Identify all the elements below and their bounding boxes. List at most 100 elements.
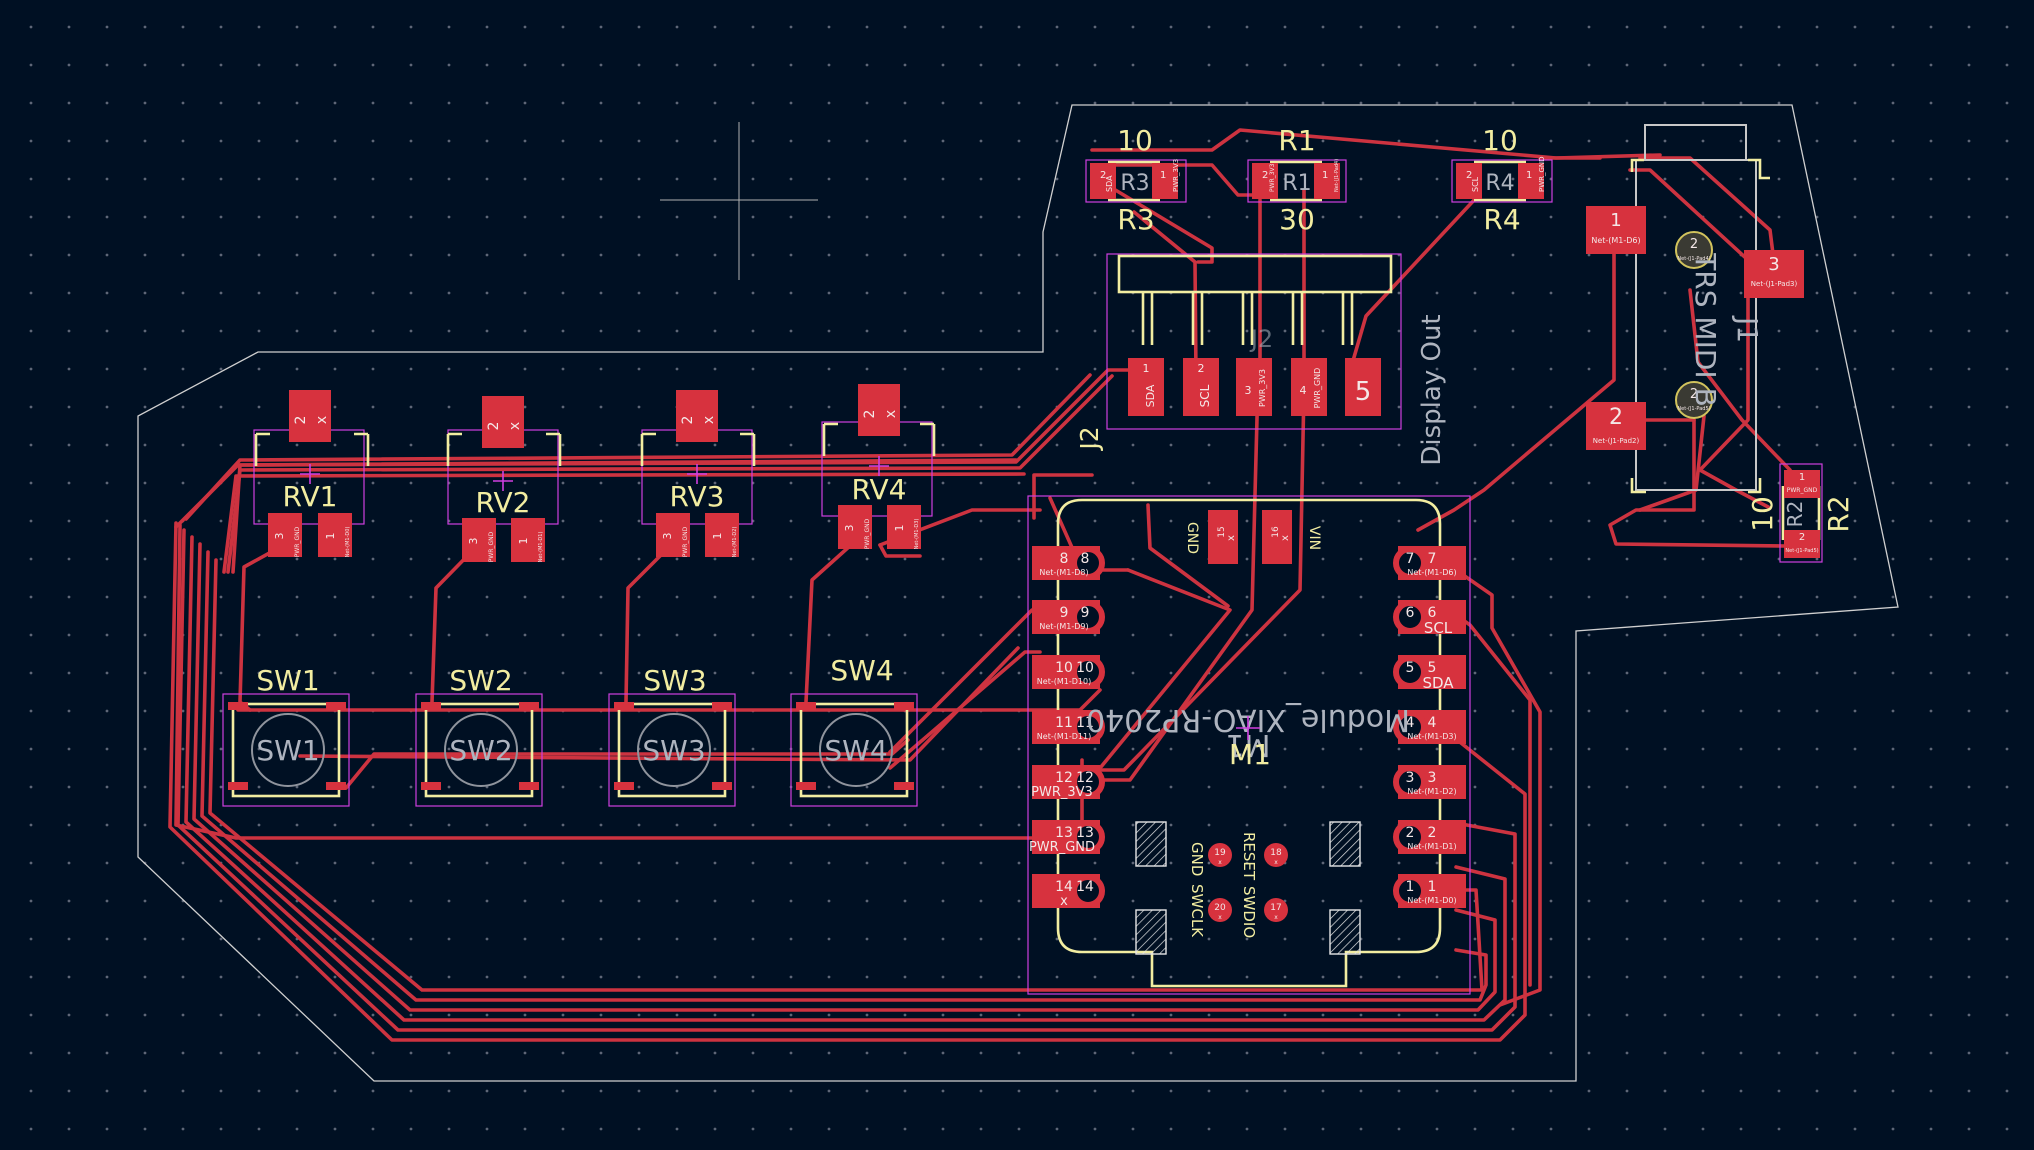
switch-sw4[interactable]: SW4 SW4 — [790, 654, 918, 807]
resistor-r3[interactable]: 2 SDA 1 PWR_3V3 R3 10 R3 — [1085, 124, 1187, 236]
rv2-pad-1[interactable]: 1 Net-(M1-D1) — [511, 518, 545, 562]
m1-pad-19[interactable]: 19 x — [1208, 843, 1232, 867]
j1-pad-2[interactable]: 2 Net-(J1-Pad2) — [1586, 402, 1646, 450]
m1-left-pin-12[interactable]: 12 12 PWR_3V3 — [1031, 765, 1105, 800]
rv1-pad-2-number: 2 — [293, 416, 309, 425]
m1-pin-13-number-ring: 13 — [1076, 825, 1094, 841]
m1-hatch-pad-bottom-right — [1329, 909, 1361, 955]
potentiometer-rv2[interactable]: 2 x 3 PWR_GND 1 Net-(M1-D1) RV2 — [446, 396, 562, 562]
rv4-pad-3[interactable]: 3 PWR_GND — [838, 505, 872, 549]
r4-pad-2-number: 2 — [1466, 170, 1472, 181]
m1-pad-15-net: x — [1226, 535, 1237, 541]
m1-pin-2-number-ring: 2 — [1428, 825, 1437, 841]
copper-traces[interactable] — [168, 128, 1792, 1042]
rv2-pad-1-net: Net-(M1-D1) — [538, 532, 544, 563]
rv1-pad-1[interactable]: 1 Net-(M1-D0) — [318, 513, 352, 557]
rv2-pad-2-number: 2 — [486, 422, 502, 431]
r3-reference: R3 — [1117, 203, 1154, 236]
m1-right-pin-1[interactable]: 1 1 Net-(M1-D0) — [1393, 874, 1466, 908]
rv4-pad-1[interactable]: 1 Net-(M1-D3) — [887, 505, 921, 549]
midi-jack-j1[interactable]: 1 Net-(M1-D6) 3 Net-(J1-Pad3) 2 Net-(J1-… — [1586, 124, 1804, 494]
j2-pad-1[interactable]: 1 SDA — [1128, 358, 1164, 416]
m1-pin-6-number-ring: 6 — [1428, 605, 1437, 621]
display-connector-j2[interactable]: 1 SDA 2 SCL 3 PWR_3V3 4 PWR_GND 5 J2 J2 … — [1075, 253, 1447, 466]
m1-left-pin-10[interactable]: 10 10 Net-(M1-D10) — [1032, 655, 1105, 689]
board-edge-cuts[interactable] — [137, 104, 1899, 1082]
j1-pad-1[interactable]: 1 Net-(M1-D6) — [1586, 206, 1646, 254]
m1-pad-20[interactable]: 20 x — [1208, 898, 1232, 922]
j1-hole-upper[interactable]: 2 Net-(J1-Pad4) — [1675, 231, 1713, 269]
display-out-label: Display Out — [1417, 314, 1447, 465]
m1-pin-9-number: 9 — [1060, 605, 1069, 621]
potentiometer-rv3[interactable]: 2 x 3 PWR_GND 1 Net-(M1-D2) RV3 — [640, 390, 756, 557]
m1-pad-16[interactable]: 16 x VIN — [1262, 510, 1322, 564]
switch-sw1[interactable]: SW1 SW1 — [222, 664, 350, 807]
m1-left-pin-9[interactable]: 9 9 Net-(M1-D9) — [1032, 600, 1105, 634]
j2-pad-4[interactable]: 4 PWR_GND — [1291, 358, 1327, 416]
m1-reset-label: RESET — [1240, 832, 1258, 881]
m1-vin-label: VIN — [1306, 526, 1322, 550]
m1-pin-3-number: 3 — [1406, 770, 1415, 786]
rv3-pad-2-number: 2 — [680, 416, 696, 425]
j2-pad-2-net: SCL — [1198, 384, 1212, 407]
j2-pad-3[interactable]: 3 PWR_3V3 — [1236, 358, 1272, 416]
m1-pin-7-number: 7 — [1406, 551, 1415, 567]
sw1-reference: SW1 — [256, 664, 319, 697]
resistor-r2[interactable]: 1 PWR_GND 2 Net-(J1-Pad5) R2 10 R2 — [1746, 463, 1855, 563]
m1-right-pin-4[interactable]: 4 4 Net-(M1-D3) — [1393, 710, 1466, 744]
m1-pin-12-net: PWR_3V3 — [1031, 785, 1093, 800]
m1-pad-15[interactable]: 15 x GND — [1184, 510, 1238, 564]
resistor-r1[interactable]: 2 PWR_3V3 1 Net-(J1-Pad4) R1 R1 30 — [1247, 124, 1347, 236]
j2-pad-5[interactable]: 5 — [1345, 358, 1381, 416]
m1-pin-11-number-ring: 11 — [1076, 715, 1094, 731]
rv2-pad-3-number: 3 — [467, 538, 480, 545]
rv4-pad-2-net: x — [883, 410, 899, 418]
rv3-pad-3-number: 3 — [661, 533, 674, 540]
rv3-pad-1-net: Net-(M1-D2) — [732, 527, 738, 558]
resistor-r4[interactable]: 2 SCL 1 PWR_GND R4 10 R4 — [1451, 124, 1553, 236]
rv3-pad-2[interactable]: 2 x — [676, 390, 718, 442]
potentiometer-rv1[interactable]: 2 x 3 PWR_GND 1 Net-(M1-D0) RV1 — [253, 390, 370, 557]
potentiometer-rv4[interactable]: 2 x 3 PWR_GND 1 Net-(M1-D3) RV4 — [821, 384, 936, 549]
m1-pad-18[interactable]: 18 x — [1264, 843, 1288, 867]
rv1-pad-2[interactable]: 2 x — [289, 390, 331, 442]
j2-pad-2[interactable]: 2 SCL — [1183, 358, 1219, 416]
m1-pin-1-net: Net-(M1-D0) — [1407, 896, 1456, 905]
m1-right-pin-3[interactable]: 3 3 Net-(M1-D2) — [1393, 765, 1466, 799]
j1-hole-lower[interactable]: 2 Net-(J1-Pad5) — [1675, 381, 1713, 419]
rv4-pad-2[interactable]: 2 x — [858, 384, 900, 436]
r2-pad-1-number: 1 — [1799, 472, 1805, 483]
switch-sw3[interactable]: SW3 SW3 — [608, 664, 736, 807]
m1-left-pin-14[interactable]: 14 14 x — [1032, 874, 1105, 909]
m1-left-pin-11[interactable]: 11 11 Net-(M1-D11) — [1032, 710, 1105, 744]
r3-pad-1-number: 1 — [1160, 170, 1166, 181]
switch-sw2[interactable]: SW2 SW2 — [415, 664, 543, 807]
m1-pad-16-net: x — [1280, 535, 1291, 541]
rv3-pad-3[interactable]: 3 PWR_GND — [656, 513, 690, 557]
j1-pad-3[interactable]: 3 Net-(J1-Pad3) — [1744, 250, 1804, 298]
rv2-pad-1-number: 1 — [517, 538, 530, 545]
rv2-pad-2[interactable]: 2 x — [482, 396, 524, 448]
m1-pad-17[interactable]: 17 x — [1264, 898, 1288, 922]
xiao-rp2040-module-m1[interactable]: 15 x GND 16 x VIN 19 x 18 x 20 x 17 — [1027, 495, 1471, 995]
j1-pad-2-number: 2 — [1609, 405, 1623, 430]
rv1-pad-3[interactable]: 3 PWR_GND — [268, 513, 302, 557]
m1-right-pin-2[interactable]: 2 2 Net-(M1-D1) — [1393, 820, 1466, 854]
r1-pad-2-net: PWR_3V3 — [1269, 163, 1276, 192]
m1-pad-18-number: 18 — [1270, 848, 1282, 858]
m1-pin-13-number: 13 — [1055, 825, 1073, 841]
m1-right-pin-7[interactable]: 7 7 Net-(M1-D6) — [1393, 546, 1466, 580]
j2-pad-4-number: 4 — [1300, 384, 1307, 397]
r1-fab-label: R1 — [1282, 171, 1311, 196]
m1-pad-15-number: 15 — [1217, 526, 1227, 537]
rv3-pad-1[interactable]: 1 Net-(M1-D2) — [705, 513, 739, 557]
sw2-fab-label: SW2 — [449, 734, 512, 767]
rv2-pad-3[interactable]: 3 PWR_GND — [462, 518, 496, 562]
m1-pad-19-number: 19 — [1214, 848, 1226, 858]
m1-left-pin-8[interactable]: 8 8 Net-(M1-D8) — [1032, 546, 1105, 580]
j1-hole-lower-net: Net-(J1-Pad5) — [1677, 406, 1710, 412]
m1-right-pin-5[interactable]: 5 5 SDA — [1393, 655, 1466, 692]
m1-right-pin-6[interactable]: 6 6 SCL — [1393, 600, 1466, 637]
m1-left-pin-13[interactable]: 13 13 PWR_GND — [1029, 820, 1105, 855]
